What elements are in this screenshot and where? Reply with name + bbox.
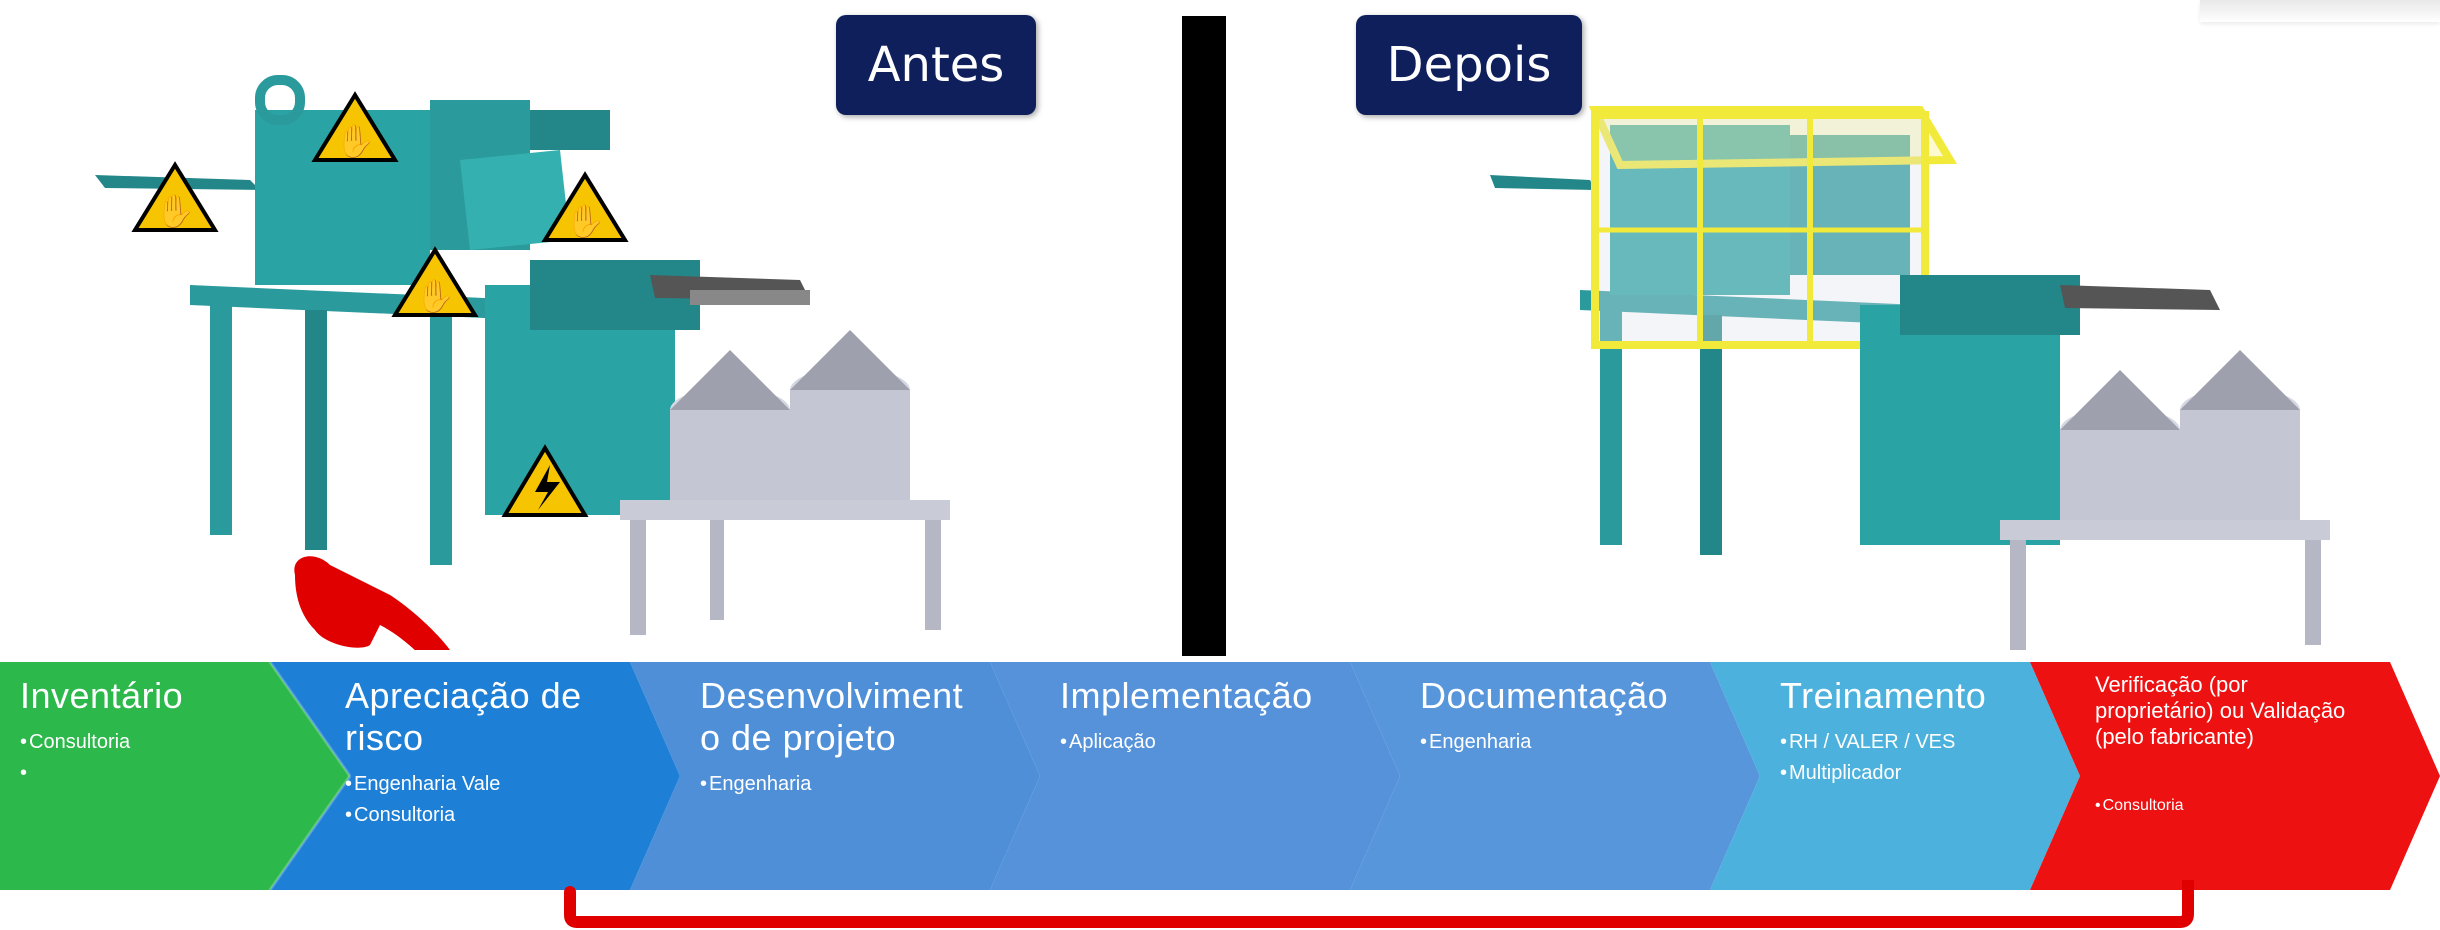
step-5-chevron	[1350, 662, 1760, 890]
hand-crush-warning-icon: ✋	[311, 91, 399, 162]
step-7: Verificação (por proprietário) ou Valida…	[2095, 672, 2355, 821]
svg-text:✋: ✋	[565, 203, 605, 239]
step-title: Desenvolvimento de projeto	[700, 675, 964, 758]
step-title: Implementação	[1060, 675, 1313, 716]
step-bullet: Consultoria	[20, 727, 270, 758]
electrical-hazard-icon	[501, 444, 589, 517]
step-title: Inventário	[20, 675, 184, 716]
step-bullet: Engenharia Vale	[345, 769, 625, 800]
machine-after-illustration	[1490, 106, 2330, 650]
step-4: Implementação Aplicação	[1060, 675, 1350, 758]
step-title: Verificação (por proprietário) ou Valida…	[2095, 672, 2346, 749]
step-5: Documentação Engenharia	[1420, 675, 1710, 758]
before-label: Antes	[836, 15, 1036, 115]
svg-text:✋: ✋	[335, 123, 375, 159]
step-bullet: RH / VALER / VES	[1780, 727, 2030, 758]
step-3: Desenvolvimento de projeto Engenharia	[700, 675, 980, 800]
step-bullets: Engenharia	[1420, 727, 1710, 758]
after-label: Depois	[1356, 15, 1582, 115]
step-bullets: Consultoria	[2095, 790, 2355, 821]
hand-crush-warning-icon: ✋	[391, 246, 479, 317]
step-bullets: Engenharia	[700, 769, 980, 800]
step-bullets: RH / VALER / VES Multiplicador	[1780, 727, 2030, 789]
svg-text:✋: ✋	[155, 193, 195, 229]
step-bullet: Aplicação	[1060, 727, 1350, 758]
step-2: Apreciação de risco Engenharia Vale Cons…	[345, 675, 625, 831]
step-bullet: Multiplicador	[1780, 758, 2030, 789]
step-title: Treinamento	[1780, 675, 1987, 716]
top-right-decoration	[2200, 0, 2440, 22]
pointing-hand-icon	[294, 556, 450, 650]
machine-before-illustration: ✋ ✋ ✋ ✋	[95, 75, 950, 650]
step-bullet	[20, 758, 270, 789]
step-1: Inventário Consultoria	[20, 675, 270, 789]
feedback-loop-line	[564, 880, 2194, 928]
step-7-chevron	[2030, 662, 2440, 890]
step-bullets: Consultoria	[20, 727, 270, 789]
step-title: Documentação	[1420, 675, 1669, 716]
step-title: Apreciação de risco	[345, 675, 582, 758]
step-bullets: Aplicação	[1060, 727, 1350, 758]
hand-crush-warning-icon: ✋	[541, 171, 629, 242]
step-bullets: Engenharia Vale Consultoria	[345, 769, 625, 831]
step-bullet: Engenharia	[1420, 727, 1710, 758]
svg-text:✋: ✋	[415, 278, 455, 314]
step-bullet: Consultoria	[345, 800, 625, 831]
step-bullet: Consultoria	[2095, 790, 2355, 821]
step-6: Treinamento RH / VALER / VES Multiplicad…	[1780, 675, 2030, 789]
hand-crush-warning-icon: ✋	[131, 161, 219, 232]
before-after-divider	[1182, 16, 1226, 656]
step-4-chevron	[990, 662, 1400, 890]
step-bullet: Engenharia	[700, 769, 980, 800]
